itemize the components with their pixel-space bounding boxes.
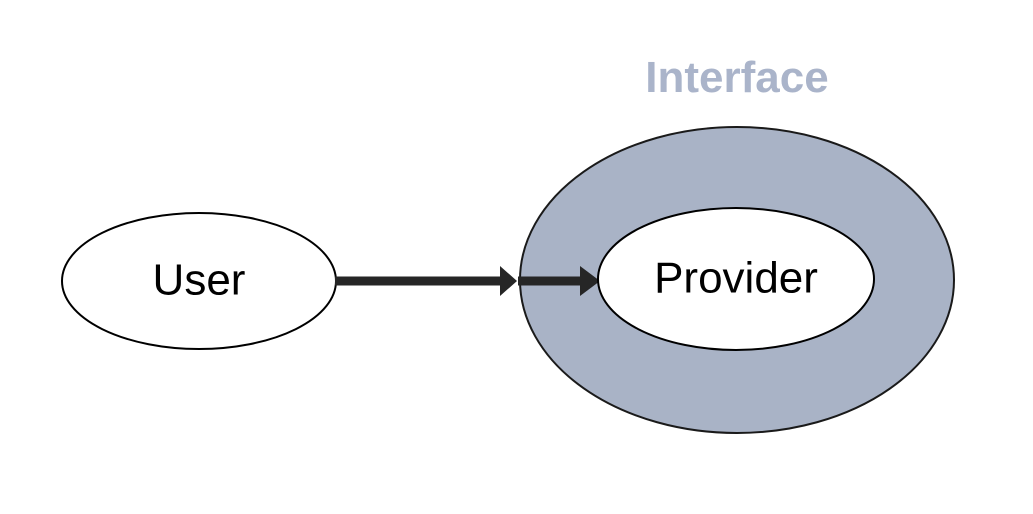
- connector-interface-to-provider[interactable]: [518, 266, 600, 296]
- provider-label: Provider: [654, 254, 818, 303]
- provider-ellipse[interactable]: [597, 207, 875, 351]
- connector-line-user-to-interface: [335, 276, 502, 286]
- arrowhead-icon: [500, 266, 517, 296]
- connector-line-interface-to-provider: [518, 276, 582, 286]
- user-label: User: [153, 256, 246, 305]
- interface-label: Interface: [645, 53, 828, 102]
- arrowhead-icon: [580, 266, 600, 296]
- connector-user-to-interface[interactable]: [335, 266, 517, 296]
